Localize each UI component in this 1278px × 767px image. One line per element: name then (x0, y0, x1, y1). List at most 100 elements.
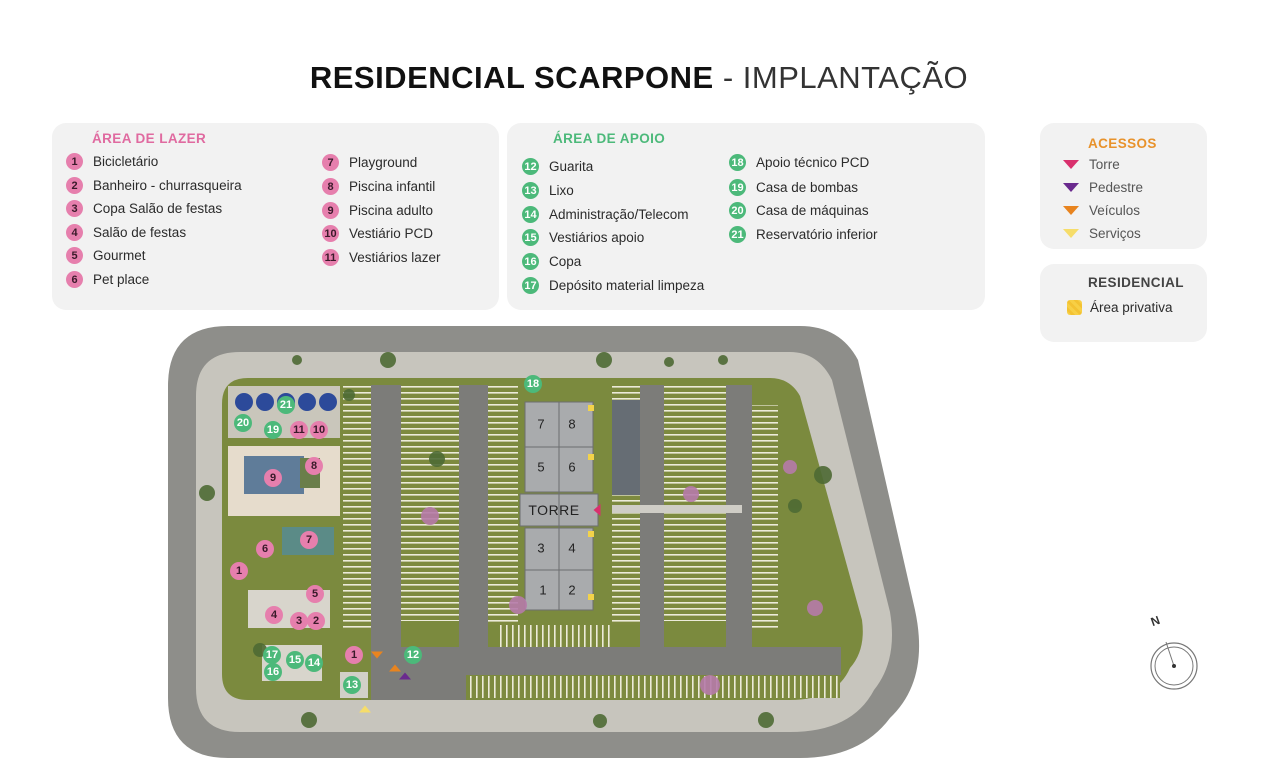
legend-lazer-item: 3 Copa Salão de festas (66, 200, 222, 217)
pink-number-badge: 11 (322, 249, 339, 266)
green-number-badge: 18 (729, 154, 746, 171)
pink-number-badge: 7 (322, 154, 339, 171)
map-marker-12[interactable]: 12 (404, 646, 422, 664)
legend-acesso-label: Torre (1089, 157, 1120, 172)
legend-lazer-label: Pet place (93, 272, 150, 287)
legend-acesso-item: Pedestre (1063, 180, 1143, 195)
legend-acessos-title: ACESSOS (1088, 136, 1157, 151)
legend-lazer-item: 2 Banheiro - churrasqueira (66, 177, 242, 194)
pink-number-badge: 4 (66, 224, 83, 241)
legend-apoio-label: Apoio técnico PCD (756, 155, 870, 170)
legend-residencial-title: RESIDENCIAL (1088, 275, 1184, 290)
legend-apoio-label: Copa (549, 254, 582, 269)
triangle-down-yellow-icon (1063, 229, 1079, 238)
legend-acesso-item: Veículos (1063, 203, 1140, 218)
title-subtitle: - IMPLANTAÇÃO (713, 60, 969, 95)
legend-area-privativa: Área privativa (1067, 300, 1173, 315)
map-marker-10[interactable]: 10 (310, 421, 328, 439)
area-privativa-swatch-icon (1067, 300, 1082, 315)
tower-unit-1[interactable]: 1 (539, 582, 547, 598)
map-marker-16[interactable]: 16 (264, 663, 282, 681)
legend-lazer-item: 10 Vestiário PCD (322, 225, 433, 242)
tower-unit-8[interactable]: 8 (568, 416, 576, 432)
map-marker-14[interactable]: 14 (305, 654, 323, 672)
map-marker-19[interactable]: 19 (264, 421, 282, 439)
legend-lazer-title: ÁREA DE LAZER (92, 131, 207, 146)
map-marker-18[interactable]: 18 (524, 375, 542, 393)
map-marker-8[interactable]: 8 (305, 457, 323, 475)
tower-unit-6[interactable]: 6 (568, 459, 576, 475)
legend-apoio-label: Reservatório inferior (756, 227, 878, 242)
map-marker-5[interactable]: 5 (306, 585, 324, 603)
legend-apoio-item: 18 Apoio técnico PCD (729, 154, 869, 171)
map-marker-15[interactable]: 15 (286, 651, 304, 669)
legend-apoio-label: Depósito material limpeza (549, 278, 705, 293)
map-marker-17[interactable]: 17 (263, 646, 281, 664)
legend-apoio-item: 20 Casa de máquinas (729, 202, 869, 219)
legend-lazer-label: Gourmet (93, 248, 146, 263)
green-number-badge: 14 (522, 206, 539, 223)
map-marker-11[interactable]: 11 (290, 421, 308, 439)
tower-unit-5[interactable]: 5 (537, 459, 545, 475)
pink-number-badge: 2 (66, 177, 83, 194)
legend-area-privativa-label: Área privativa (1090, 300, 1173, 315)
access-torre-arrow-icon (593, 504, 601, 516)
triangle-down-magenta-icon (1063, 160, 1079, 169)
legend-lazer-label: Vestiário PCD (349, 226, 434, 241)
map-marker-20[interactable]: 20 (234, 414, 252, 432)
map-marker-21[interactable]: 21 (277, 396, 295, 414)
legend-lazer-label: Piscina infantil (349, 179, 436, 194)
tower-unit-3[interactable]: 3 (537, 540, 545, 556)
pink-number-badge: 8 (322, 178, 339, 195)
map-marker-9[interactable]: 9 (264, 469, 282, 487)
compass-north-label: N (1148, 612, 1162, 630)
map-marker-4[interactable]: 4 (265, 606, 283, 624)
legend-acesso-label: Veículos (1089, 203, 1141, 218)
legend-lazer-item: 9 Piscina adulto (322, 202, 433, 219)
access-pedestre-arrow-icon (399, 672, 411, 680)
pink-number-badge: 9 (322, 202, 339, 219)
legend-lazer-label: Bicicletário (93, 154, 159, 169)
page-title: RESIDENCIAL SCARPONE - IMPLANTAÇÃO (0, 60, 1278, 96)
green-number-badge: 20 (729, 202, 746, 219)
tower-unit-2[interactable]: 2 (568, 582, 576, 598)
legend-apoio-title: ÁREA DE APOIO (553, 131, 666, 146)
tower-unit-4[interactable]: 4 (568, 540, 576, 556)
legend-lazer-label: Piscina adulto (349, 203, 434, 218)
map-marker-2[interactable]: 2 (307, 612, 325, 630)
tower-label[interactable]: TORRE (528, 502, 580, 518)
legend-lazer-item: 4 Salão de festas (66, 224, 186, 241)
map-marker-13[interactable]: 13 (343, 676, 361, 694)
map-marker-1[interactable]: 1 (230, 562, 248, 580)
legend-lazer-item: 7 Playground (322, 154, 417, 171)
legend-lazer-label: Playground (349, 155, 418, 170)
legend-lazer-item: 11 Vestiários lazer (322, 249, 441, 266)
legend-lazer-label: Copa Salão de festas (93, 201, 223, 216)
map-marker-1[interactable]: 1 (345, 646, 363, 664)
access-servicos-arrow-icon (359, 705, 371, 713)
legend-lazer-label: Banheiro - churrasqueira (93, 178, 242, 193)
map-marker-3[interactable]: 3 (290, 612, 308, 630)
legend-lazer-label: Vestiários lazer (349, 250, 441, 265)
map-marker-6[interactable]: 6 (256, 540, 274, 558)
legend-acesso-item: Serviços (1063, 226, 1141, 241)
legend-apoio-label: Casa de bombas (756, 180, 859, 195)
pink-number-badge: 3 (66, 200, 83, 217)
legend-apoio-label: Casa de máquinas (756, 203, 869, 218)
legend-lazer-label: Salão de festas (93, 225, 187, 240)
green-number-badge: 12 (522, 158, 539, 175)
map-marker-7[interactable]: 7 (300, 531, 318, 549)
pink-number-badge: 10 (322, 225, 339, 242)
tower-unit-7[interactable]: 7 (537, 416, 545, 432)
